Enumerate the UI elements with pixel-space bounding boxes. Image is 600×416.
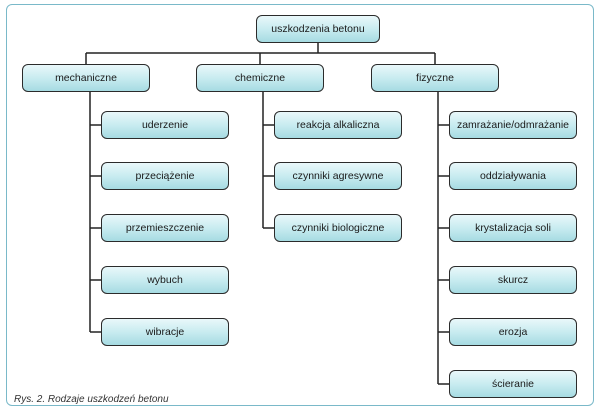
figure-caption: Rys. 2. Rodzaje uszkodzeń betonu	[14, 394, 169, 405]
item-node-scieranie: ścieranie	[449, 370, 577, 398]
item-node-wibracje: wibracje	[101, 318, 229, 346]
category-node-mechaniczne: mechaniczne	[22, 64, 150, 92]
item-node-przemieszczenie: przemieszczenie	[101, 214, 229, 242]
item-node-przeciazenie: przeciążenie	[101, 162, 229, 190]
item-node-krystalizacja-soli: krystalizacja soli	[449, 214, 577, 242]
item-node-zamrazanie-odmrazanie: zamrażanie/odmrażanie	[449, 111, 577, 139]
item-node-uderzenie: uderzenie	[101, 111, 229, 139]
item-node-erozja: erozja	[449, 318, 577, 346]
category-node-fizyczne: fizyczne	[371, 64, 499, 92]
item-node-skurcz: skurcz	[449, 266, 577, 294]
category-node-chemiczne: chemiczne	[196, 64, 324, 92]
root-node: uszkodzenia betonu	[256, 15, 380, 43]
item-node-reakcja-alkaliczna: reakcja alkaliczna	[274, 111, 402, 139]
item-node-oddzialywania: oddziaływania	[449, 162, 577, 190]
item-node-czynniki-agresywne: czynniki agresywne	[274, 162, 402, 190]
item-node-wybuch: wybuch	[101, 266, 229, 294]
item-node-czynniki-biologiczne: czynniki biologiczne	[274, 214, 402, 242]
